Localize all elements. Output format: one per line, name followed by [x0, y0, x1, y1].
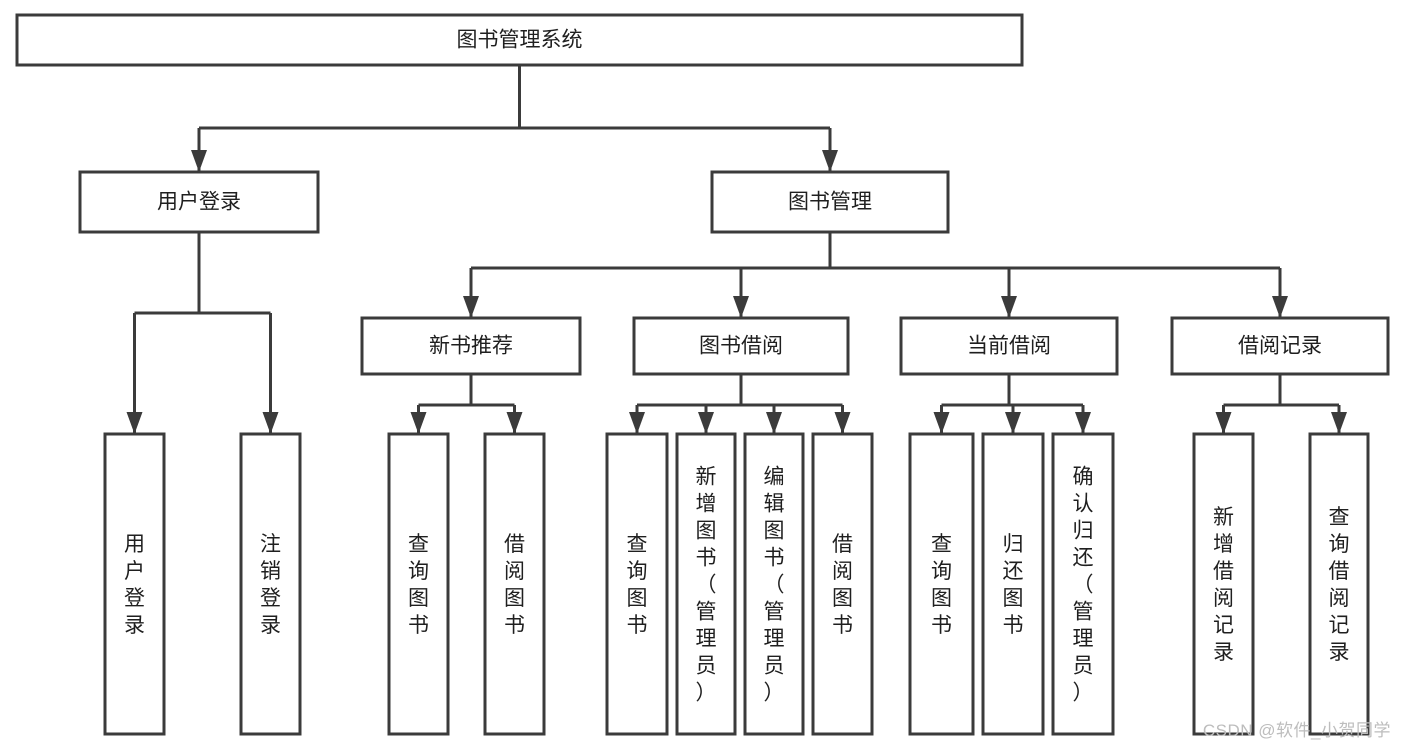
- connector-arrow-icon: [834, 412, 851, 434]
- connector-arrow-icon: [1331, 412, 1347, 434]
- node-label: 图书管理系统: [457, 29, 583, 52]
- node-label: 借阅图书: [504, 533, 525, 637]
- node-root[interactable]: 图书管理系统: [15, 13, 1024, 67]
- node-label: 确认归还（管理员）: [1073, 466, 1094, 705]
- node-label: 图书管理: [788, 191, 872, 214]
- node-box: [1051, 432, 1115, 736]
- node-box: [1192, 432, 1255, 736]
- node-box: [632, 316, 850, 376]
- node-book-manage[interactable]: 图书管理: [710, 170, 950, 234]
- connector-arrow-icon: [1075, 412, 1091, 434]
- node-leaf-add-book[interactable]: 新增图书（管理员）: [675, 432, 737, 736]
- node-label: 新增借阅记录: [1213, 506, 1234, 664]
- node-box: [981, 432, 1045, 736]
- node-label: 查询图书: [627, 533, 648, 637]
- node-leaf-add-record[interactable]: 新增借阅记录: [1192, 432, 1255, 736]
- node-label: 用户登录: [157, 191, 241, 214]
- node-label: 查询借阅记录: [1329, 506, 1350, 664]
- connector-arrow-icon: [1001, 296, 1017, 318]
- connector-arrow-icon: [733, 296, 749, 318]
- node-label: 当前借阅: [967, 335, 1051, 358]
- node-leaf-borrow-book-2[interactable]: 借阅图书: [811, 432, 874, 736]
- node-label: 新书推荐: [429, 335, 513, 358]
- connector-arrow-icon: [463, 296, 479, 318]
- connector-arrow-icon: [766, 412, 782, 434]
- connector-arrow-icon: [126, 412, 143, 434]
- node-current-borrow[interactable]: 当前借阅: [899, 316, 1119, 376]
- node-box: [908, 432, 975, 736]
- node-new-book-rec[interactable]: 新书推荐: [360, 316, 582, 376]
- node-box: [899, 316, 1119, 376]
- node-leaf-query-book-1[interactable]: 查询图书: [387, 432, 450, 736]
- node-label: 查询图书: [931, 533, 952, 637]
- node-book-borrow[interactable]: 图书借阅: [632, 316, 850, 376]
- connector-arrow-icon: [191, 150, 207, 172]
- connector-arrow-icon: [410, 412, 427, 434]
- node-box: [78, 170, 320, 234]
- connector-arrow-icon: [1005, 412, 1021, 434]
- node-box: [387, 432, 450, 736]
- node-label: 新增图书（管理员）: [696, 466, 717, 705]
- node-label: 借阅记录: [1238, 335, 1322, 358]
- node-leaf-return-book[interactable]: 归还图书: [981, 432, 1045, 736]
- node-label: 借阅图书: [832, 533, 853, 637]
- node-box: [743, 432, 805, 736]
- node-box: [360, 316, 582, 376]
- node-label: 编辑图书（管理员）: [764, 466, 785, 705]
- node-box: [15, 13, 1024, 67]
- node-label: 注销登录: [260, 533, 281, 637]
- node-box: [103, 432, 166, 736]
- node-leaf-borrow-book-1[interactable]: 借阅图书: [483, 432, 546, 736]
- node-box: [710, 170, 950, 234]
- node-label: 用户登录: [124, 533, 145, 637]
- node-box: [1170, 316, 1390, 376]
- node-label: 图书借阅: [699, 335, 783, 358]
- node-leaf-confirm-return[interactable]: 确认归还（管理员）: [1051, 432, 1115, 736]
- node-leaf-query-record[interactable]: 查询借阅记录: [1308, 432, 1370, 736]
- node-borrow-record[interactable]: 借阅记录: [1170, 316, 1390, 376]
- connector-arrow-icon: [506, 412, 523, 434]
- node-leaf-query-book-2[interactable]: 查询图书: [605, 432, 669, 736]
- node-user-login[interactable]: 用户登录: [78, 170, 320, 234]
- node-leaf-logout[interactable]: 注销登录: [239, 432, 302, 736]
- connector-arrow-icon: [1272, 296, 1288, 318]
- node-label: 查询图书: [408, 533, 429, 637]
- connector-arrow-icon: [1215, 412, 1232, 434]
- node-box: [675, 432, 737, 736]
- connector-arrow-icon: [262, 412, 279, 434]
- connector-arrow-icon: [822, 150, 838, 172]
- connector-arrow-icon: [629, 412, 645, 434]
- node-box: [1308, 432, 1370, 736]
- node-leaf-edit-book[interactable]: 编辑图书（管理员）: [743, 432, 805, 736]
- connector-arrow-icon: [933, 412, 950, 434]
- node-box: [605, 432, 669, 736]
- node-leaf-query-book-3[interactable]: 查询图书: [908, 432, 975, 736]
- connector-arrow-icon: [698, 412, 714, 434]
- node-label: 归还图书: [1003, 533, 1024, 637]
- node-box: [483, 432, 546, 736]
- node-leaf-user-login[interactable]: 用户登录: [103, 432, 166, 736]
- watermark-text: CSDN @软件_小贺同学: [1202, 721, 1391, 740]
- node-box: [239, 432, 302, 736]
- node-box: [811, 432, 874, 736]
